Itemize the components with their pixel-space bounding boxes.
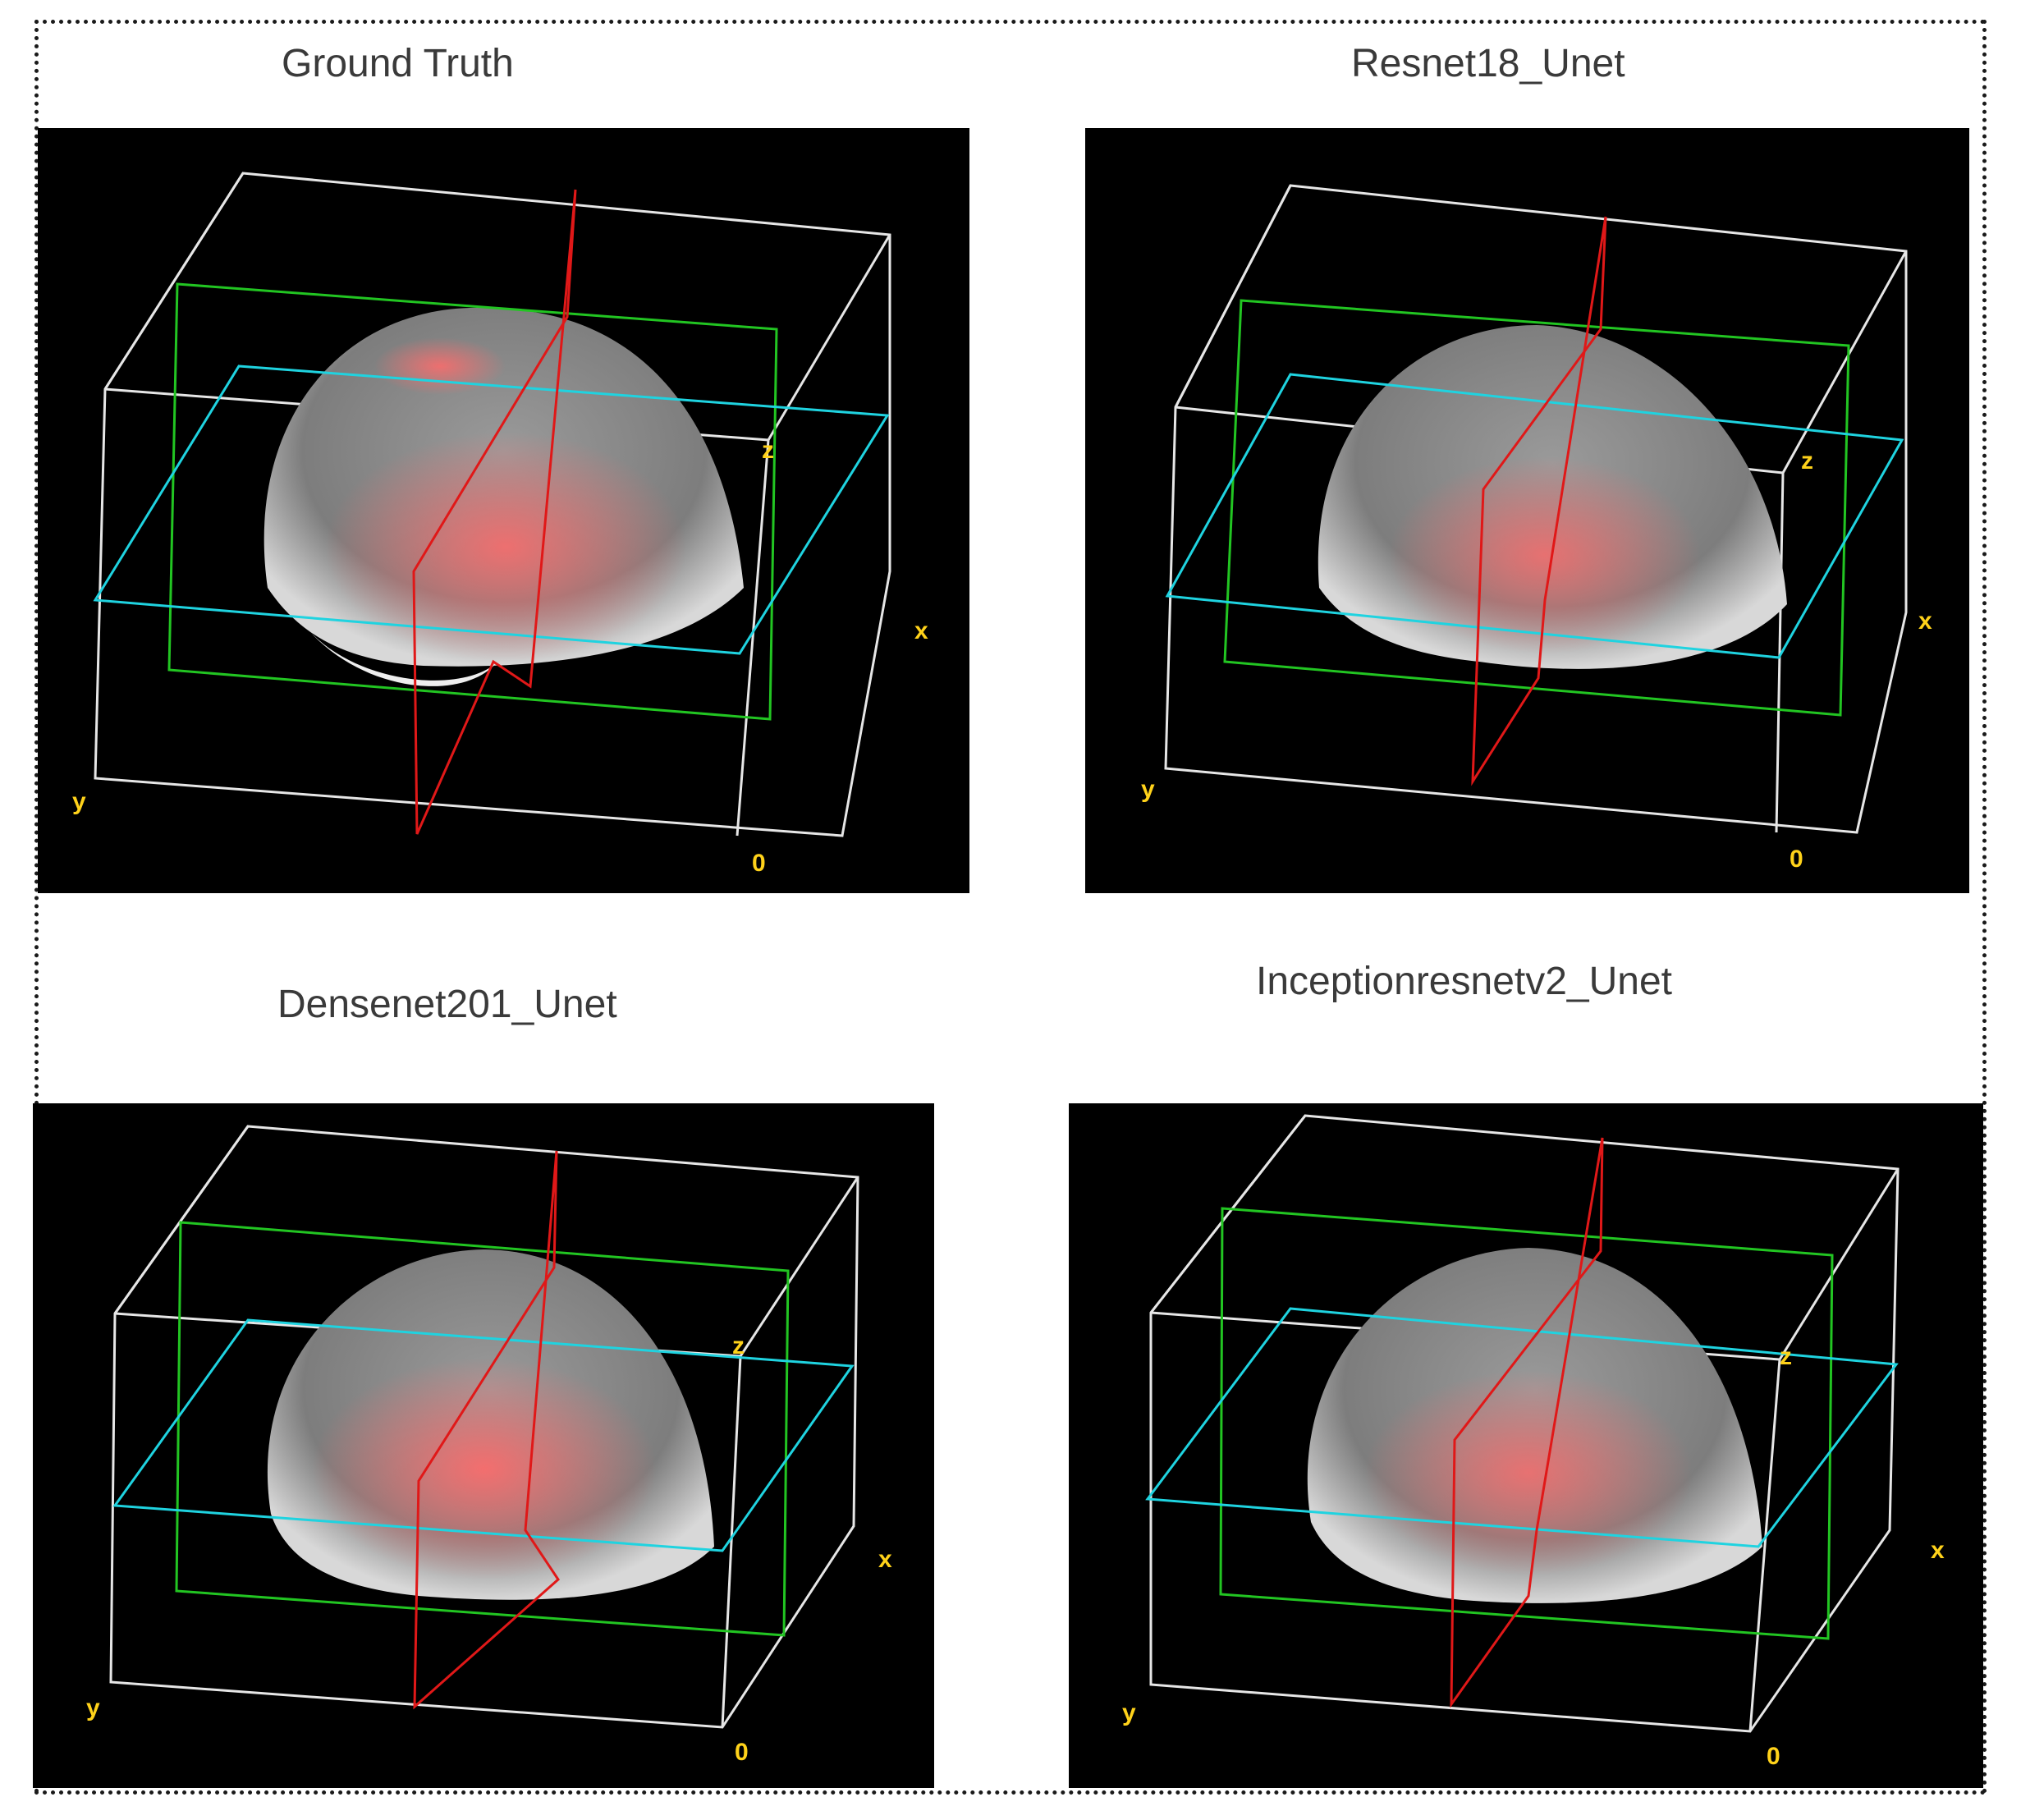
axis-label-x: x [1931,1537,1945,1564]
sagittal-plane [412,189,577,835]
axis-label-z: z [762,437,774,464]
panel-title-ground-truth: Ground Truth [282,42,514,85]
axis-label-y: y [1141,776,1155,803]
axis-label-origin: 0 [1767,1743,1780,1770]
render-panel-resnet18-unet: z x y 0 [1085,128,1969,893]
volume-render-inceptionresnetv2-unet: z x y 0 [1122,1114,1945,1770]
volume-render-densenet201-unet: z x y 0 [86,1125,892,1766]
coronal-plane [1219,1207,1834,1640]
axis-label-y: y [1122,1699,1136,1726]
brain-volume [1307,1248,1762,1603]
axis-label-origin: 0 [1790,846,1803,873]
axis-label-y: y [72,788,86,815]
axis-label-z: z [1801,447,1813,474]
brain-volume [264,307,744,686]
brain-volume [267,1249,715,1600]
render-panel-inceptionresnetv2-unet: z x y 0 [1069,1103,1983,1788]
axis-label-x: x [914,617,928,644]
render-panel-densenet201-unet: z x y 0 [33,1103,934,1788]
panel-title-densenet201-unet: Densenet201_Unet [277,983,617,1026]
sagittal-plane [1471,216,1607,786]
axis-label-z: z [1780,1343,1792,1370]
axis-label-z: z [732,1332,745,1359]
render-panel-ground-truth: z x y 0 [38,128,969,893]
panel-title-resnet18-unet: Resnet18_Unet [1351,42,1625,85]
axial-plane [1165,373,1904,659]
axis-label-x: x [1918,607,1932,635]
axial-plane [1145,1307,1899,1548]
panel-title-inceptionresnetv2-unet: Inceptionresnetv2_Unet [1256,960,1672,1003]
volume-render-ground-truth: z x y 0 [72,172,928,877]
coronal-plane [175,1221,790,1637]
axis-label-origin: 0 [752,850,766,877]
coronal-plane [1223,299,1850,717]
sagittal-plane [1450,1137,1604,1708]
coronal-plane [167,282,778,721]
axial-plane [112,1318,855,1552]
figure-frame [34,20,1987,1795]
axis-label-origin: 0 [735,1739,749,1766]
axial-plane [93,364,890,655]
brain-volume [1318,325,1787,669]
axis-label-y: y [86,1694,100,1721]
axis-label-x: x [878,1546,892,1573]
volume-render-resnet18-unet: z x y 0 [1141,184,1932,873]
sagittal-plane [413,1150,560,1710]
